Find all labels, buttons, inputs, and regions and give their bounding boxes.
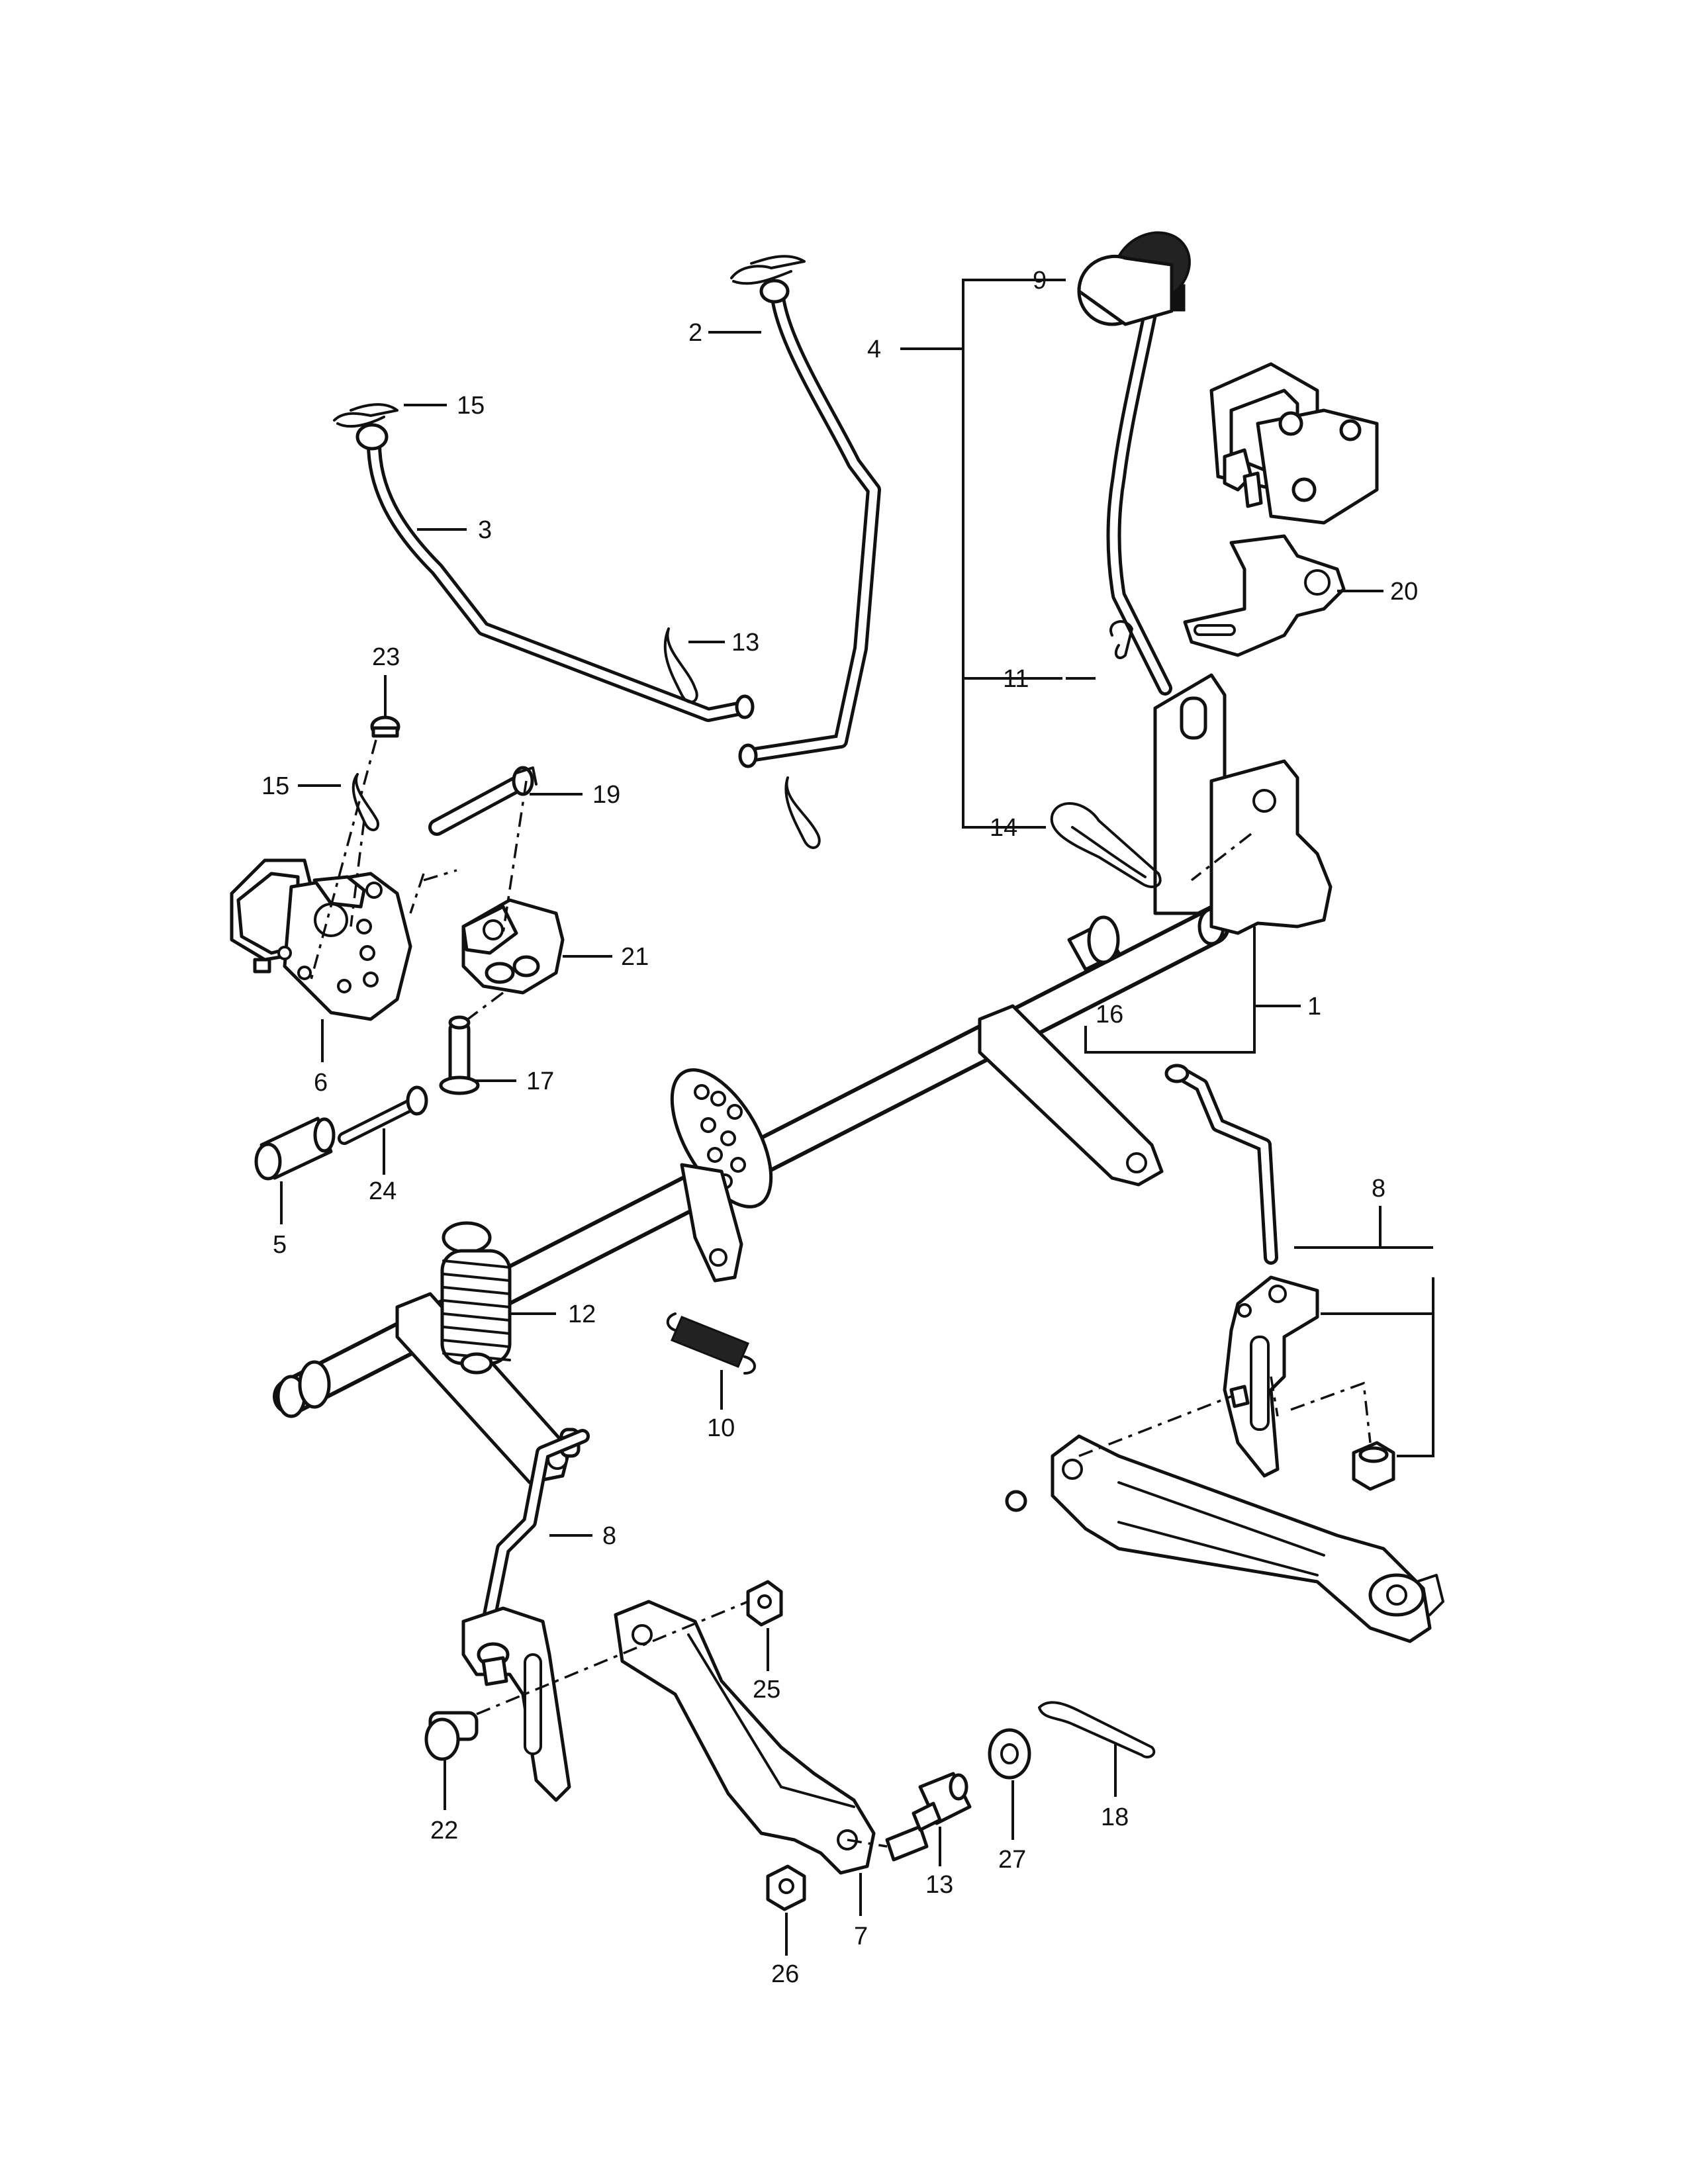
callout-3: 3 (478, 516, 492, 544)
hair-pin-14 (1050, 802, 1162, 888)
callout-21: 21 (621, 943, 649, 971)
callout-2: 2 (688, 319, 702, 347)
nut-25 (746, 1580, 783, 1627)
latch-plate (1183, 534, 1346, 657)
hair-pin-2-top (730, 255, 806, 285)
callout-19: 19 (592, 781, 620, 809)
callout-20: 20 (1390, 578, 1418, 606)
arm-8-left (461, 1606, 571, 1802)
callout-15-left: 15 (261, 772, 289, 800)
spring-12 (440, 1221, 512, 1375)
shaft-upper-arm (978, 1004, 1164, 1187)
callout-5: 5 (273, 1231, 287, 1259)
link-rod-8-left (483, 1429, 590, 1622)
callout-8-left: 8 (602, 1522, 616, 1550)
clevis-pin-17 (439, 1015, 480, 1095)
callout-11: 11 (1003, 665, 1029, 693)
lift-link-7 (614, 1600, 876, 1875)
lift-lever (1077, 231, 1191, 696)
callout-6: 6 (314, 1069, 328, 1097)
callout-14: 14 (990, 814, 1017, 842)
lever-bracket (1153, 673, 1333, 935)
nut-26 (766, 1864, 806, 1911)
hair-pin-13-upper (663, 627, 698, 704)
hair-pin-15-top (333, 403, 399, 428)
callout-8-right: 8 (1372, 1175, 1385, 1203)
callout-10: 10 (707, 1414, 735, 1442)
washer-27 (988, 1728, 1031, 1780)
bracket-21 (461, 898, 565, 995)
callout-13: 13 (731, 629, 759, 657)
callout-26: 26 (771, 1960, 799, 1988)
pivot-pin-19 (428, 766, 538, 836)
hair-pin-15-left (352, 773, 379, 831)
callout-9: 9 (1033, 267, 1047, 295)
hair-pin-18 (1038, 1701, 1156, 1758)
leader-lines (280, 279, 1434, 1956)
swivel-13 (885, 1772, 972, 1862)
callout-13-lower: 13 (925, 1871, 953, 1899)
callout-24: 24 (369, 1177, 397, 1205)
spacer-5 (254, 1116, 336, 1181)
link-rod-8-right (1164, 1064, 1278, 1265)
assembly-centerlines (310, 739, 1372, 1848)
callout-23: 23 (372, 643, 400, 671)
callout-18: 18 (1101, 1803, 1129, 1831)
callout-25: 25 (753, 1676, 780, 1704)
pin-22 (424, 1711, 479, 1761)
callout-7: 7 (854, 1923, 868, 1950)
callout-27: 27 (998, 1846, 1026, 1874)
hair-pin-rod2 (784, 776, 821, 849)
callout-labels: 9 2 4 15 3 20 23 13 11 15 19 14 21 16 1 … (261, 267, 1418, 1988)
latch-assembly (1209, 362, 1379, 525)
nut-right (1352, 1441, 1395, 1491)
sector-plate (670, 1068, 773, 1283)
nut-small-right (1005, 1490, 1027, 1512)
callout-16: 16 (1096, 1001, 1123, 1028)
callout-12: 12 (568, 1300, 596, 1328)
lift-link-rod-2 (738, 279, 881, 768)
lift-link-right (1051, 1434, 1444, 1643)
callout-17: 17 (526, 1068, 554, 1095)
bolt-23 (370, 715, 400, 738)
callout-22: 22 (430, 1817, 458, 1844)
lift-link-rod-3 (355, 423, 755, 722)
callout-4: 4 (867, 336, 881, 363)
callout-15: 15 (457, 392, 485, 420)
pivot-bracket (230, 858, 412, 1021)
bolt-24 (338, 1085, 428, 1145)
spring-10 (666, 1312, 756, 1375)
callout-1: 1 (1307, 993, 1321, 1021)
